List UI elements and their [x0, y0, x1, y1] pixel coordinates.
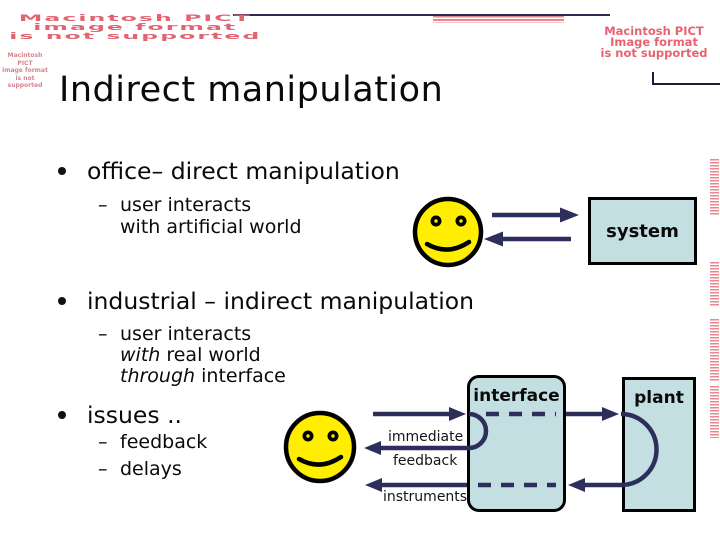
- bullet-issues: issues ..: [58, 401, 182, 429]
- sub1-line1: user interacts: [120, 194, 252, 216]
- pict-error-text-right: Macintosh PICT Image format is not suppo…: [600, 24, 708, 60]
- sub-feedback-label: feedback: [120, 431, 208, 453]
- user-smiley-icon-bottom: [283, 410, 357, 484]
- sub-dash: –: [98, 323, 108, 345]
- sub2-line3: through interface: [98, 366, 286, 387]
- arrowhead-into-plant: [602, 407, 619, 421]
- sub-bullet-feedback: –feedback: [98, 431, 207, 453]
- plant-box: plant: [622, 377, 696, 512]
- edge-artifact-3: [710, 319, 719, 382]
- bullet-dot: [58, 297, 66, 305]
- arrowhead-immediate-feedback: [364, 441, 381, 455]
- label-immediate: immediate: [388, 429, 464, 445]
- arrowhead-right-system: [560, 207, 579, 223]
- system-box: system: [588, 197, 697, 265]
- top-rule-line: [233, 14, 610, 16]
- bullet-office-label: office– direct manipulation: [87, 157, 400, 185]
- pict-error-text-stretched: Macintosh PICT image format is not suppo…: [9, 12, 262, 42]
- sub2-line3-rest: interface: [195, 365, 286, 387]
- sub-bullet-artificial: –user interacts with artificial world: [98, 194, 302, 238]
- interface-box: interface: [467, 375, 566, 512]
- bullet-dot: [58, 411, 66, 419]
- sub-dash: –: [98, 458, 108, 480]
- user-smiley-icon-top: [412, 196, 484, 268]
- sub2-line2-italic: with: [120, 344, 161, 366]
- sub1-line2: with artificial world: [120, 216, 302, 238]
- bullet-issues-label: issues ..: [87, 401, 183, 429]
- interface-box-label: interface: [473, 386, 560, 406]
- plant-box-label: plant: [634, 388, 684, 408]
- arrowhead-into-interface: [449, 407, 466, 421]
- sub2-line1: user interacts: [120, 323, 252, 345]
- edge-artifact-4: [710, 386, 719, 438]
- pict-error-text-tiny: Macintosh PICT image format is not suppo…: [2, 52, 48, 89]
- arrowhead-back-into-interface: [568, 478, 585, 492]
- arrowhead-left-user: [484, 231, 503, 247]
- system-box-label: system: [606, 220, 679, 242]
- bullet-dot: [58, 167, 66, 175]
- pict-error-text-squished: [433, 16, 564, 23]
- bullet-office: office– direct manipulation: [58, 157, 400, 185]
- bullet-industrial: industrial – indirect manipulation: [58, 287, 474, 315]
- arrowhead-instruments: [365, 478, 382, 492]
- label-instruments: instruments: [383, 489, 468, 505]
- bullet-industrial-label: industrial – indirect manipulation: [87, 287, 475, 315]
- sub-bullet-real-world: –user interacts with real world through …: [98, 324, 286, 387]
- edge-artifact-2: [710, 262, 719, 307]
- sub-bullet-delays: –delays: [98, 458, 182, 480]
- sub-delays-label: delays: [120, 458, 182, 480]
- label-feedback: feedback: [393, 453, 458, 469]
- edge-artifact-1: [710, 159, 719, 216]
- frame-corner-line: [652, 72, 720, 85]
- sub2-line3-italic: through: [120, 365, 196, 387]
- sub2-line2: with real world: [98, 345, 286, 366]
- page-title: Indirect manipulation: [59, 70, 444, 110]
- sub-dash: –: [98, 431, 108, 453]
- sub-dash: –: [98, 194, 108, 216]
- sub2-line2-rest: real world: [160, 344, 261, 366]
